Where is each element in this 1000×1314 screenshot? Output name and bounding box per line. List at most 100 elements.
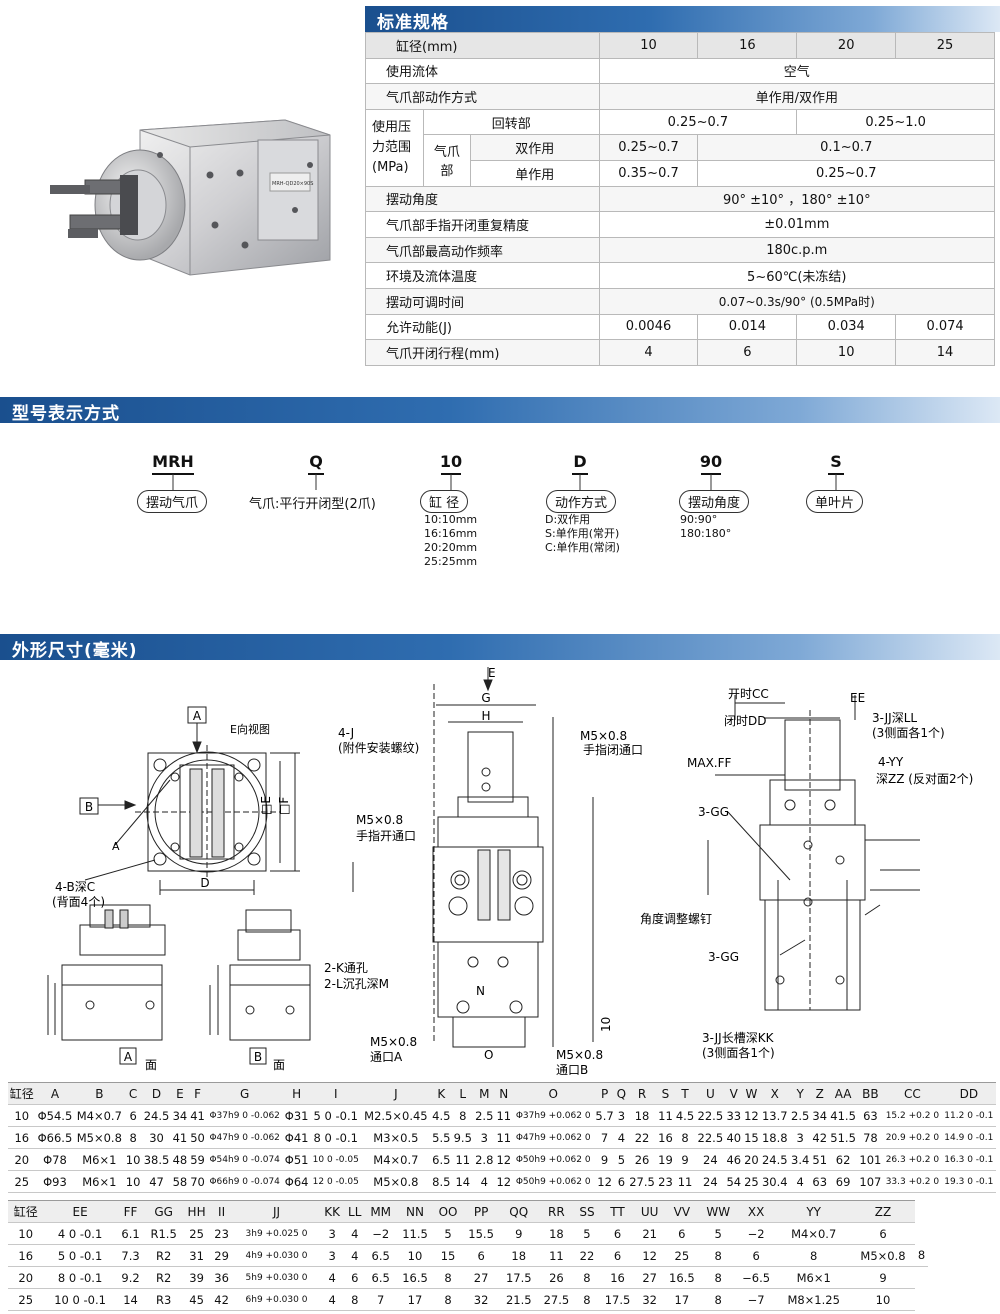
table-header-cell: LL	[344, 1200, 366, 1223]
table-cell: 12 0 -0.05	[310, 1170, 362, 1193]
table-cell: 25	[182, 1222, 211, 1245]
table-cell: 8	[674, 1126, 696, 1149]
table-cell: 5	[700, 1222, 736, 1245]
label-m5-close-note: 手指闭通口	[583, 742, 643, 757]
table-cell: 6	[462, 1244, 500, 1267]
table-cell: 16.5	[396, 1266, 434, 1289]
spec-action-label: 气爪部动作方式	[365, 83, 600, 110]
table-cell: 6	[850, 1222, 916, 1245]
table-header-cell: B	[74, 1082, 125, 1105]
table-cell: 15.5	[462, 1222, 500, 1245]
table-cell: Φ41	[283, 1126, 311, 1149]
table-cell: 15.2 +0.2 0	[883, 1104, 942, 1127]
table-cell: 4.5	[674, 1104, 696, 1127]
label-zz-note: 深ZZ (反对面2个)	[876, 772, 973, 786]
table-header-cell: NN	[396, 1200, 434, 1223]
label-cc: 开时CC	[728, 687, 769, 701]
table-cell: 6h9 +0.030 0	[232, 1288, 321, 1311]
table-header-cell: YY	[776, 1200, 851, 1223]
table-cell: 14	[116, 1288, 145, 1311]
table-cell: 7	[365, 1288, 397, 1311]
table-cell: 33	[724, 1104, 743, 1127]
table-cell: 17	[396, 1288, 434, 1311]
table-cell: 63	[857, 1104, 884, 1127]
table-cell: 27	[636, 1266, 664, 1289]
table-cell: Φ78	[35, 1148, 75, 1171]
table-cell: 4	[473, 1170, 495, 1193]
spec-temp-label: 环境及流体温度	[365, 262, 600, 289]
table-header-cell: R	[627, 1082, 657, 1105]
table-cell: 50	[188, 1126, 207, 1149]
table-header-cell: M	[473, 1082, 495, 1105]
table-cell: 4	[615, 1126, 628, 1149]
table-cell: Φ47h9 +0.062 0	[512, 1126, 594, 1149]
spec-fluid-value: 空气	[598, 57, 996, 85]
table-cell: 4h9 +0.030 0	[232, 1244, 321, 1267]
table-header-cell: P	[593, 1082, 616, 1105]
table-cell: Φ37h9 0 -0.062	[206, 1104, 284, 1127]
table-cell: 18	[537, 1222, 576, 1245]
model-type-text: 气爪:平行开闭型(2爪)	[249, 497, 376, 512]
spec-single-v2: 0.25~0.7	[697, 159, 995, 187]
table-header-cell: A	[35, 1082, 75, 1105]
table-cell: 25	[663, 1244, 701, 1267]
table-cell: 16.5	[663, 1266, 701, 1289]
spec-stroke-10: 4	[598, 339, 699, 366]
table-cell: 5.7	[593, 1104, 616, 1127]
table-cell: 30.4	[760, 1170, 790, 1193]
table-cell: 3h9 +0.025 0	[232, 1222, 321, 1245]
table-cell: 2.8	[473, 1148, 495, 1171]
model-pill-vane: 单叶片	[806, 490, 864, 513]
table-cell: 42	[810, 1126, 829, 1149]
table-header-cell: BB	[857, 1082, 884, 1105]
table-cell: 9	[593, 1148, 616, 1171]
spec-pressure-label: 使用压 力范围 (MPa)	[365, 108, 424, 187]
table-cell: 22.5	[695, 1126, 725, 1149]
table-cell: M3×0.5	[361, 1126, 431, 1149]
table-cell: R3	[144, 1288, 183, 1311]
table-cell: 8	[776, 1244, 851, 1267]
table-cell: 20	[8, 1266, 44, 1289]
table-header-cell: C	[124, 1082, 142, 1105]
table-cell: −6.5	[735, 1266, 777, 1289]
spec-repeat-label: 气爪部手指开闭重复精度	[365, 211, 600, 238]
table-header-cell: JJ	[232, 1200, 321, 1223]
table-cell: 6	[344, 1266, 366, 1289]
dims-section-bar: 外形尺寸(毫米)	[0, 634, 1000, 661]
spec-pressure-label-1: 使用压	[372, 119, 412, 135]
label-m5-b: M5×0.8	[556, 1048, 603, 1062]
spec-table: 缸径(mm) 10 16 20 25 使用流体 空气 气爪部动作方式 单作用/双…	[365, 32, 996, 366]
table-cell: M6×1	[74, 1148, 125, 1171]
table-cell: 14.9 0 -0.1	[941, 1126, 996, 1149]
spec-swing-label: 摆动角度	[365, 185, 600, 213]
spec-energy-20: 0.034	[796, 313, 897, 341]
table-header-cell: QQ	[499, 1200, 538, 1223]
spec-swing-value: 90° ±10° ，180° ±10°	[598, 185, 996, 213]
table-cell: 63	[810, 1170, 829, 1193]
table-cell: 34	[171, 1104, 189, 1127]
table-cell: 26	[537, 1266, 576, 1289]
label-o: O	[484, 1048, 493, 1062]
table-cell: 5	[433, 1222, 463, 1245]
table-cell: 9	[499, 1222, 538, 1245]
table-header-cell: T	[674, 1082, 696, 1105]
table-cell: 25	[742, 1170, 761, 1193]
table-cell: 11.2 0 -0.1	[941, 1104, 996, 1127]
table-cell: 26	[627, 1148, 657, 1171]
table-header-cell: V	[724, 1082, 743, 1105]
label-n: N	[476, 984, 485, 998]
table-cell: 6.5	[365, 1266, 397, 1289]
table-cell: 8	[433, 1266, 463, 1289]
table-cell: 6	[598, 1244, 637, 1267]
table-cell: 10 0 -0.05	[310, 1148, 362, 1171]
spec-section-bar: 标准规格	[365, 6, 1000, 33]
label-g: G	[481, 691, 490, 705]
drawing-side-view: 开时CC EE 闭时DD 3-JJ深LL (3侧面各1个) MAX.FF 4-Y…	[640, 687, 973, 1060]
table-cell: 12	[593, 1170, 616, 1193]
label-e-view: E向视图	[230, 722, 270, 736]
spec-gripper-label: 气爪部	[422, 134, 471, 187]
label-2l: 2-L沉孔深M	[324, 977, 389, 991]
label-ee: EE	[850, 691, 865, 705]
